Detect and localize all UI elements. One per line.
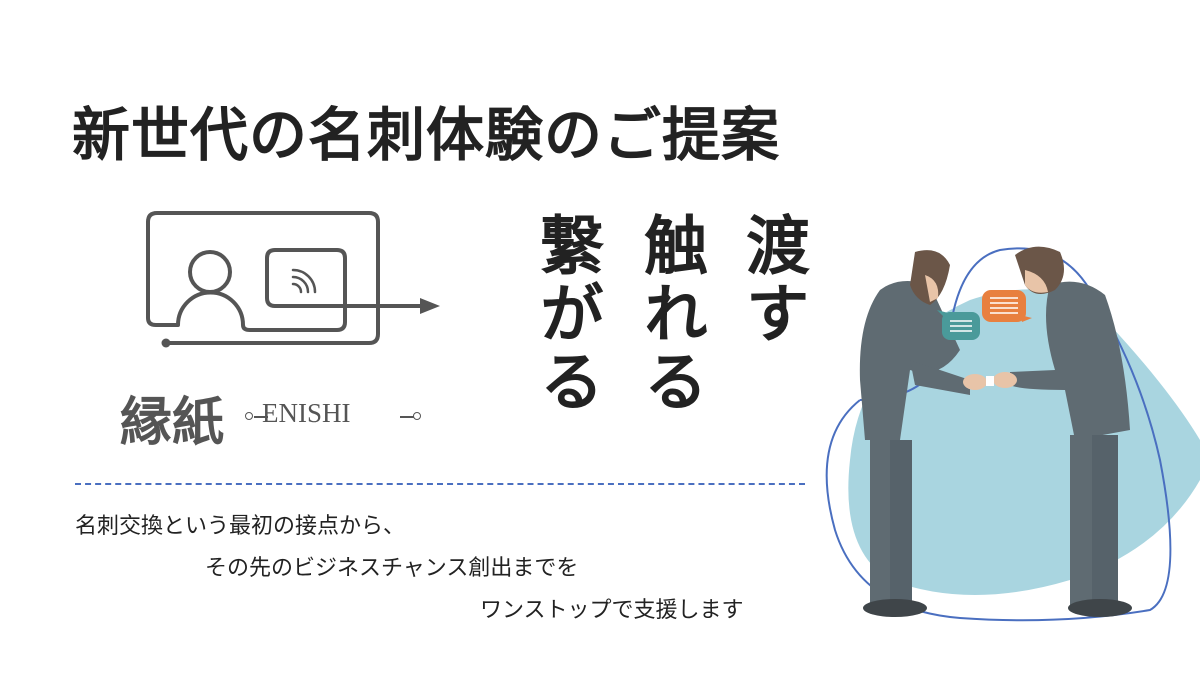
right-businessman-icon xyxy=(1010,246,1132,617)
left-businessman-icon xyxy=(859,250,970,617)
ornament-dash xyxy=(254,416,268,418)
description-line-1: 名刺交換という最初の接点から、 xyxy=(75,514,406,539)
page-title: 新世代の名刺体験のご提案 xyxy=(72,101,781,169)
tagline-touch: 触れる xyxy=(633,212,707,416)
brand-kanji: 縁紙 xyxy=(120,392,225,453)
ornament-dot xyxy=(413,412,421,420)
dashed-divider xyxy=(75,483,805,485)
brand-english: ENISHI xyxy=(262,398,351,428)
tagline-connect: 繋がる xyxy=(529,212,603,416)
speech-bubble-teal-icon xyxy=(937,310,980,340)
hands-card-icon xyxy=(963,372,1017,390)
ornament-dot xyxy=(245,412,253,420)
business-card-exchange-illustration xyxy=(825,246,1200,622)
outline-curve xyxy=(825,247,1172,622)
ornament-dash xyxy=(400,416,414,418)
description-line-2: その先のビジネスチャンス創出までを xyxy=(205,556,579,581)
speech-bubble-orange-icon xyxy=(982,290,1032,322)
tagline-hand: 渡す xyxy=(735,212,809,348)
description-line-3: ワンストップで支援します xyxy=(480,598,744,623)
enishi-logo-icon xyxy=(146,211,440,348)
